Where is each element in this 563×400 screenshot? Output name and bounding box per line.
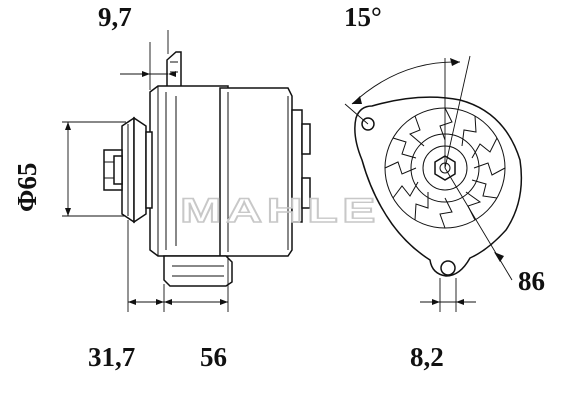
alternator-front-view [344, 55, 523, 281]
dimension-bottom-left-a: 31,7 [88, 342, 135, 372]
alternator-side-view [103, 51, 311, 287]
dimension-left-vertical: Φ65 [12, 163, 42, 212]
dimension-bottom-right: 8,2 [410, 342, 444, 372]
dimension-bottom-left-b: 56 [200, 342, 227, 372]
dimension-top-left: 9,7 [98, 2, 132, 32]
mahle-watermark: MAHLE [180, 192, 380, 230]
dimension-top-right: 15° [344, 2, 382, 32]
dimension-right-side: 86 [518, 266, 545, 296]
dimension-lines [62, 30, 476, 312]
